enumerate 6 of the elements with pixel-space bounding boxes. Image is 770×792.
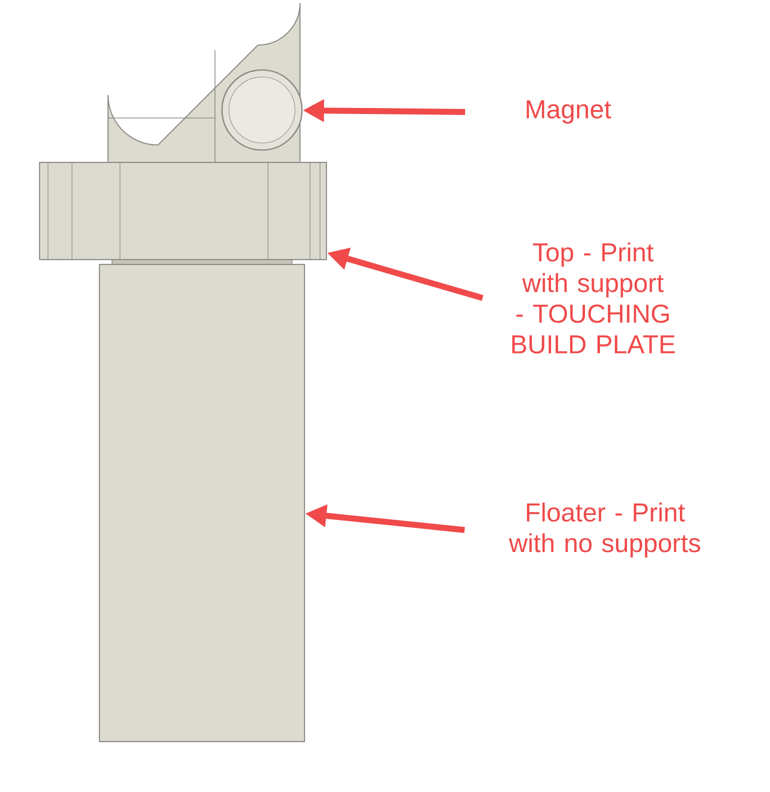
magnet-part (221, 69, 303, 151)
callout-label: Floater - Print with no supports (508, 502, 700, 558)
ring-part (39, 162, 327, 260)
callout-label: Magnet (526, 100, 612, 124)
callout-label: Top - Print with support - TOUCHING BUILD PLATE (512, 242, 675, 354)
cylinder-part (98, 264, 306, 742)
